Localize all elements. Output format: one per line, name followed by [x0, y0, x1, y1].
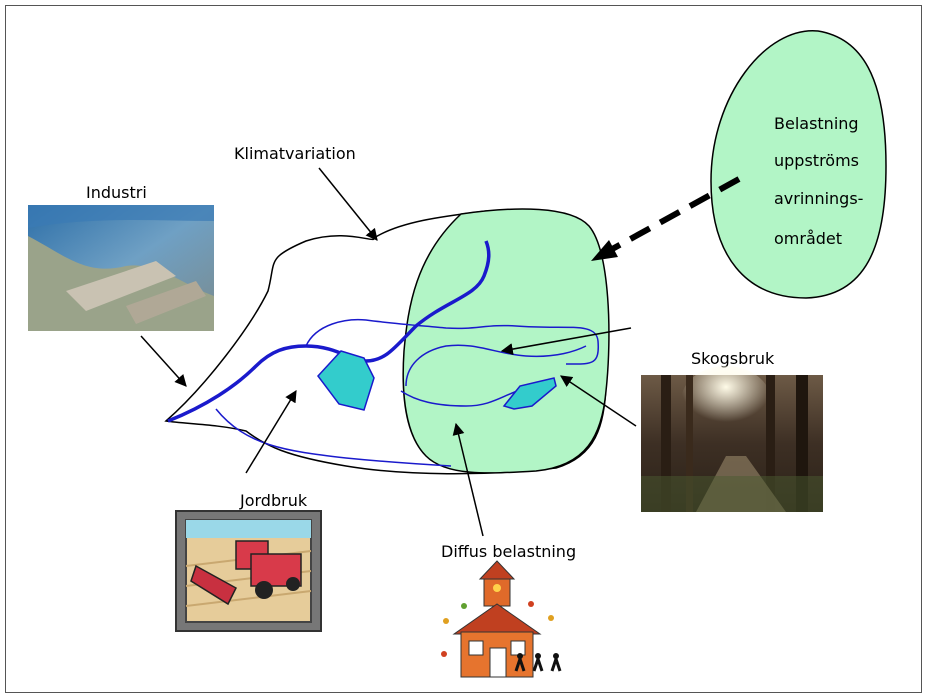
- arrow-diffus: [452, 422, 484, 537]
- diagram-frame: Belastning uppströms avrinnings- området…: [5, 5, 922, 693]
- lake-1: [317, 350, 375, 411]
- label-skogsbruk: Skogsbruk: [691, 349, 775, 368]
- tributary-3: [405, 344, 587, 387]
- arrow-skogsbruk: [560, 375, 637, 427]
- label-diffus: Diffus belastning: [441, 542, 576, 561]
- diagram-canvas: Belastning uppströms avrinnings- området…: [28, 30, 887, 678]
- tributary-4: [400, 385, 537, 407]
- tractor-clipart-icon: [175, 510, 322, 632]
- upstream-label-line-2: uppströms: [774, 151, 859, 170]
- forest-photo-icon: [641, 366, 823, 512]
- upstream-dashed-arrow: [594, 176, 741, 261]
- tributary-1: [215, 408, 452, 467]
- schoolhouse-clipart-icon: [441, 560, 562, 678]
- arrow-jordbruk: [245, 389, 297, 474]
- arrow-klimatvariation: [318, 167, 378, 241]
- arrow-industri: [140, 335, 187, 387]
- label-jordbruk: Jordbruk: [239, 491, 308, 510]
- upstream-arrowhead: [591, 240, 618, 261]
- industri-photo-icon: [28, 205, 214, 331]
- upstream-label-line-3: avrinnings-: [774, 189, 863, 208]
- upstream-blob: [710, 30, 887, 299]
- lake-2: [502, 377, 557, 410]
- label-industri: Industri: [86, 183, 147, 202]
- arrow-inflow: [500, 327, 632, 356]
- tributary-2: [305, 318, 599, 365]
- upstream-label-line-4: området: [774, 229, 842, 248]
- label-klimatvariation: Klimatvariation: [234, 144, 356, 163]
- green-subcatchment: [402, 208, 610, 474]
- upstream-label-line-1: Belastning: [774, 114, 859, 133]
